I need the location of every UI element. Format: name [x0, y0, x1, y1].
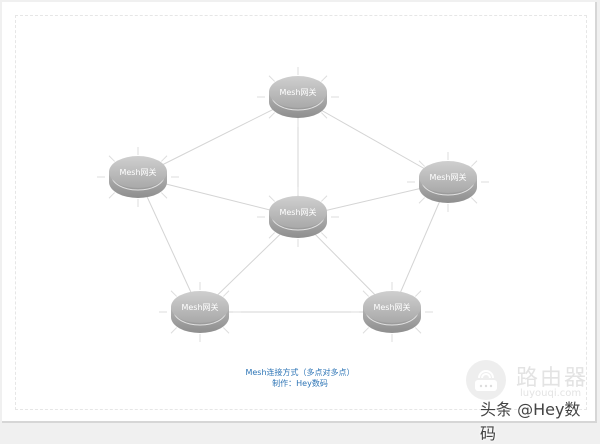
signal-ray: [160, 192, 168, 199]
node-label: Mesh网关: [429, 172, 466, 182]
watermark-brand: 路由器: [516, 366, 589, 391]
signal-ray: [170, 290, 178, 297]
signal-ray: [418, 197, 426, 204]
watermark-domain: luyouqi.com: [520, 388, 582, 399]
node-label: Mesh网关: [279, 87, 316, 97]
page-margin-frame: [15, 15, 587, 410]
signal-ray: [418, 160, 426, 167]
signal-ray: [320, 195, 328, 202]
signal-ray: [414, 327, 422, 334]
signal-ray: [470, 197, 478, 204]
node-top: [171, 291, 229, 323]
signal-ray: [160, 155, 168, 162]
watermark: 路由器 luyouqi.com 头条 @Hey数码: [464, 358, 594, 443]
edge-top-right: [297, 96, 449, 183]
signal-ray: [222, 290, 230, 297]
node-rim-highlight: [421, 180, 475, 196]
edge-right-bottom-right: [391, 181, 449, 313]
node-top: [419, 161, 477, 193]
mesh-gateway-node: Mesh网关: [419, 161, 477, 203]
node-top: [109, 156, 167, 188]
signal-ray: [108, 155, 116, 162]
signal-ray: [108, 192, 116, 199]
node-top: [269, 76, 327, 108]
signal-ray: [268, 112, 276, 119]
rays-layer: [97, 67, 489, 342]
signal-ray: [170, 327, 178, 334]
signal-ray: [268, 232, 276, 239]
node-rim-highlight: [271, 215, 325, 231]
edge-top-left: [137, 96, 299, 178]
signal-ray: [268, 195, 276, 202]
diagram-author: 制作：Hey数码: [272, 379, 328, 388]
mesh-gateway-node: Mesh网关: [363, 291, 421, 333]
node-rim-highlight: [271, 95, 325, 111]
mesh-gateway-node: Mesh网关: [109, 156, 167, 198]
nodes-layer: Mesh网关 Mesh网关 Mesh网关 Mesh网关 Mesh网关 Mesh网关: [109, 76, 477, 333]
router-icon: [466, 360, 506, 400]
signal-ray: [414, 290, 422, 297]
signal-ray: [362, 327, 370, 334]
signal-ray: [362, 290, 370, 297]
node-rim-highlight: [111, 175, 165, 191]
edge-left-bottom-left: [137, 176, 201, 313]
node-label: Mesh网关: [279, 207, 316, 217]
mesh-gateway-node: Mesh网关: [171, 291, 229, 333]
signal-ray: [320, 232, 328, 239]
node-rim-highlight: [365, 310, 419, 326]
node-top: [269, 196, 327, 228]
signal-ray: [268, 75, 276, 82]
node-label: Mesh网关: [119, 167, 156, 177]
node-label: Mesh网关: [373, 302, 410, 312]
mesh-gateway-node: Mesh网关: [269, 76, 327, 118]
signal-ray: [320, 112, 328, 119]
node-label: Mesh网关: [181, 302, 218, 312]
mesh-gateway-node: Mesh网关: [269, 196, 327, 238]
mesh-diagram: Mesh网关 Mesh网关 Mesh网关 Mesh网关 Mesh网关 Mesh网关: [97, 67, 489, 342]
watermark-author: 头条 @Hey数码: [480, 400, 581, 443]
node-top: [363, 291, 421, 323]
signal-ray: [320, 75, 328, 82]
signal-ray: [222, 327, 230, 334]
signal-ray: [470, 160, 478, 167]
node-rim-highlight: [173, 310, 227, 326]
diagram-caption: Mesh连接方式（多点对多点）: [245, 368, 355, 377]
